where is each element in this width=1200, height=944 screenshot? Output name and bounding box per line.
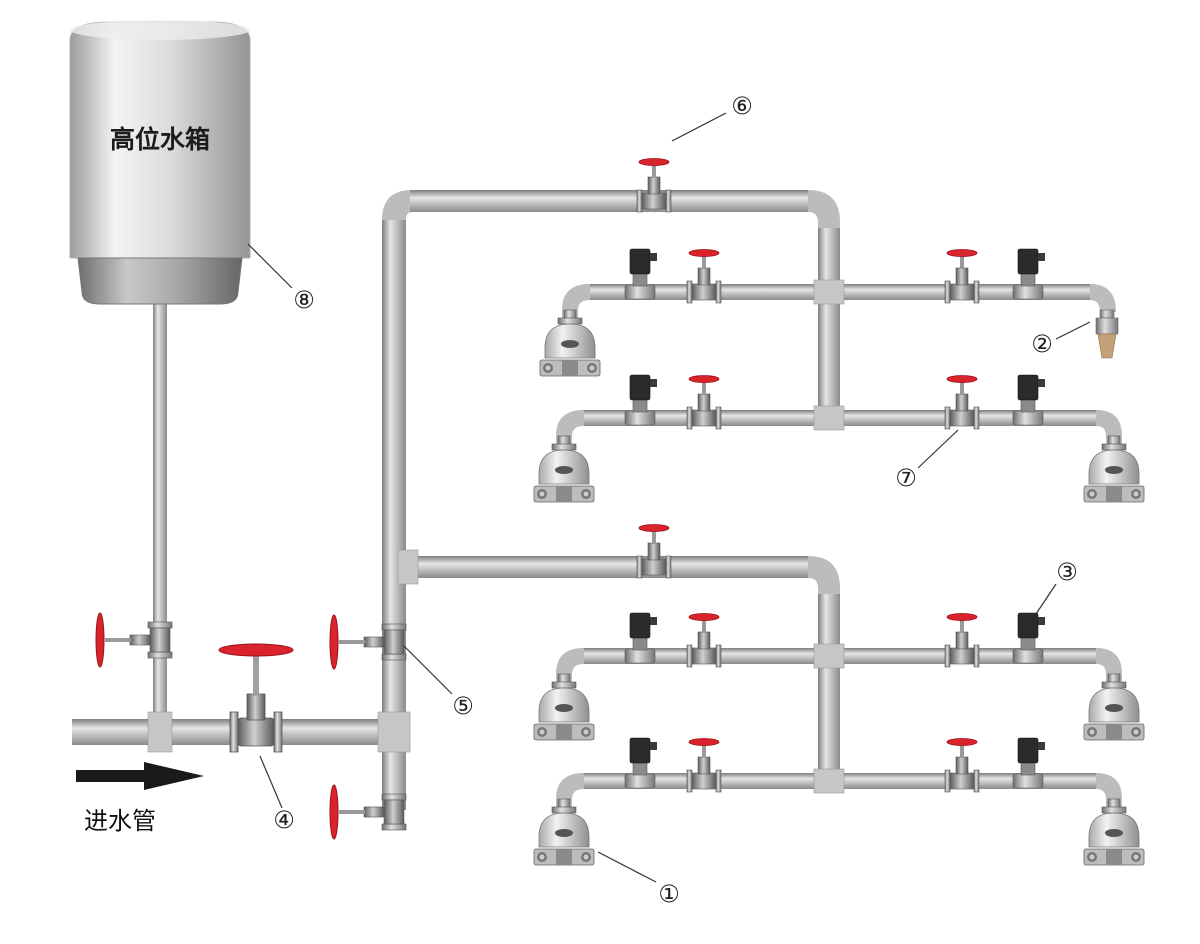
callout-8: ⑧: [293, 286, 315, 314]
main-gate-valve: [218, 643, 294, 753]
inlet-arrow-icon: [76, 762, 204, 790]
callout-7: ⑦: [895, 464, 917, 492]
callout-2: ②: [1031, 330, 1053, 358]
gate-valve-upper-header: [636, 158, 672, 213]
pipe-tees: [147, 279, 845, 794]
callout-4: ④: [273, 806, 295, 834]
leader-lines: [247, 112, 1091, 883]
tank-label: 高位水箱: [110, 125, 210, 154]
gate-valve-lower-header: [636, 524, 672, 579]
outlet-nozzle: [1095, 309, 1119, 359]
callout-numbers: ① ② ③ ④ ⑤ ⑥ ⑦ ⑧: [273, 92, 1078, 908]
callout-1: ①: [658, 880, 680, 908]
callout-5: ⑤: [452, 692, 474, 720]
callout-3: ③: [1056, 558, 1078, 586]
callout-6: ⑥: [731, 92, 753, 120]
high-water-tank: 高位水箱: [69, 20, 251, 725]
inlet-label: 进水管: [84, 807, 156, 835]
